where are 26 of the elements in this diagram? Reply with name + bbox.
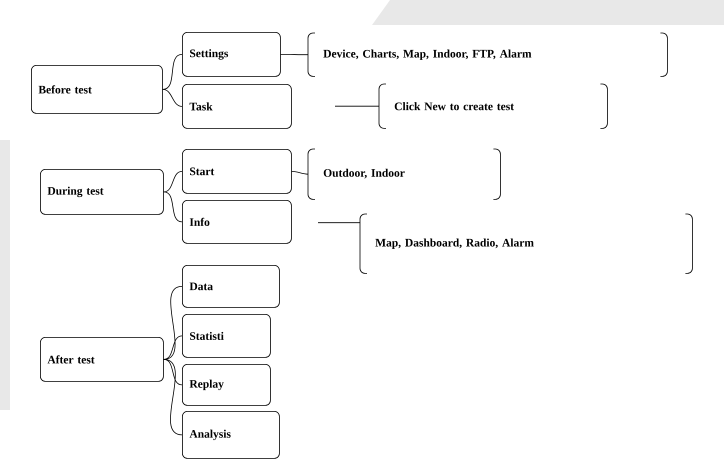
bracket-group: Outdoor, Indoor [308, 148, 501, 200]
connector-line [334, 106, 380, 107]
process-box: Before test [31, 65, 163, 114]
connector-line [163, 192, 182, 222]
process-box: Settings [182, 32, 281, 77]
connector-line [163, 171, 182, 192]
connector-line [163, 336, 182, 360]
connector-line [162, 54, 182, 90]
connector-line [280, 54, 308, 56]
connector-line [163, 359, 182, 386]
connector-line [318, 222, 360, 224]
process-box: Info [182, 200, 292, 244]
process-box: After test [40, 337, 164, 382]
process-box: Start [182, 149, 292, 194]
connector-line [162, 89, 182, 107]
process-box: Statisti [182, 314, 271, 358]
process-box: Analysis [182, 411, 280, 459]
process-box: Data [182, 265, 280, 308]
bracket-group: Click New to create test [378, 84, 608, 129]
connector-line [163, 359, 182, 436]
process-box: Replay [182, 364, 271, 406]
process-box: Task [182, 84, 292, 129]
bracket-group: Map, Dashboard, Radio, Alarm [360, 214, 693, 274]
connector-line [291, 171, 308, 175]
bracket-group: Device, Charts, Map, Indoor, FTP, Alarm [308, 32, 668, 77]
process-box: During test [40, 169, 164, 215]
